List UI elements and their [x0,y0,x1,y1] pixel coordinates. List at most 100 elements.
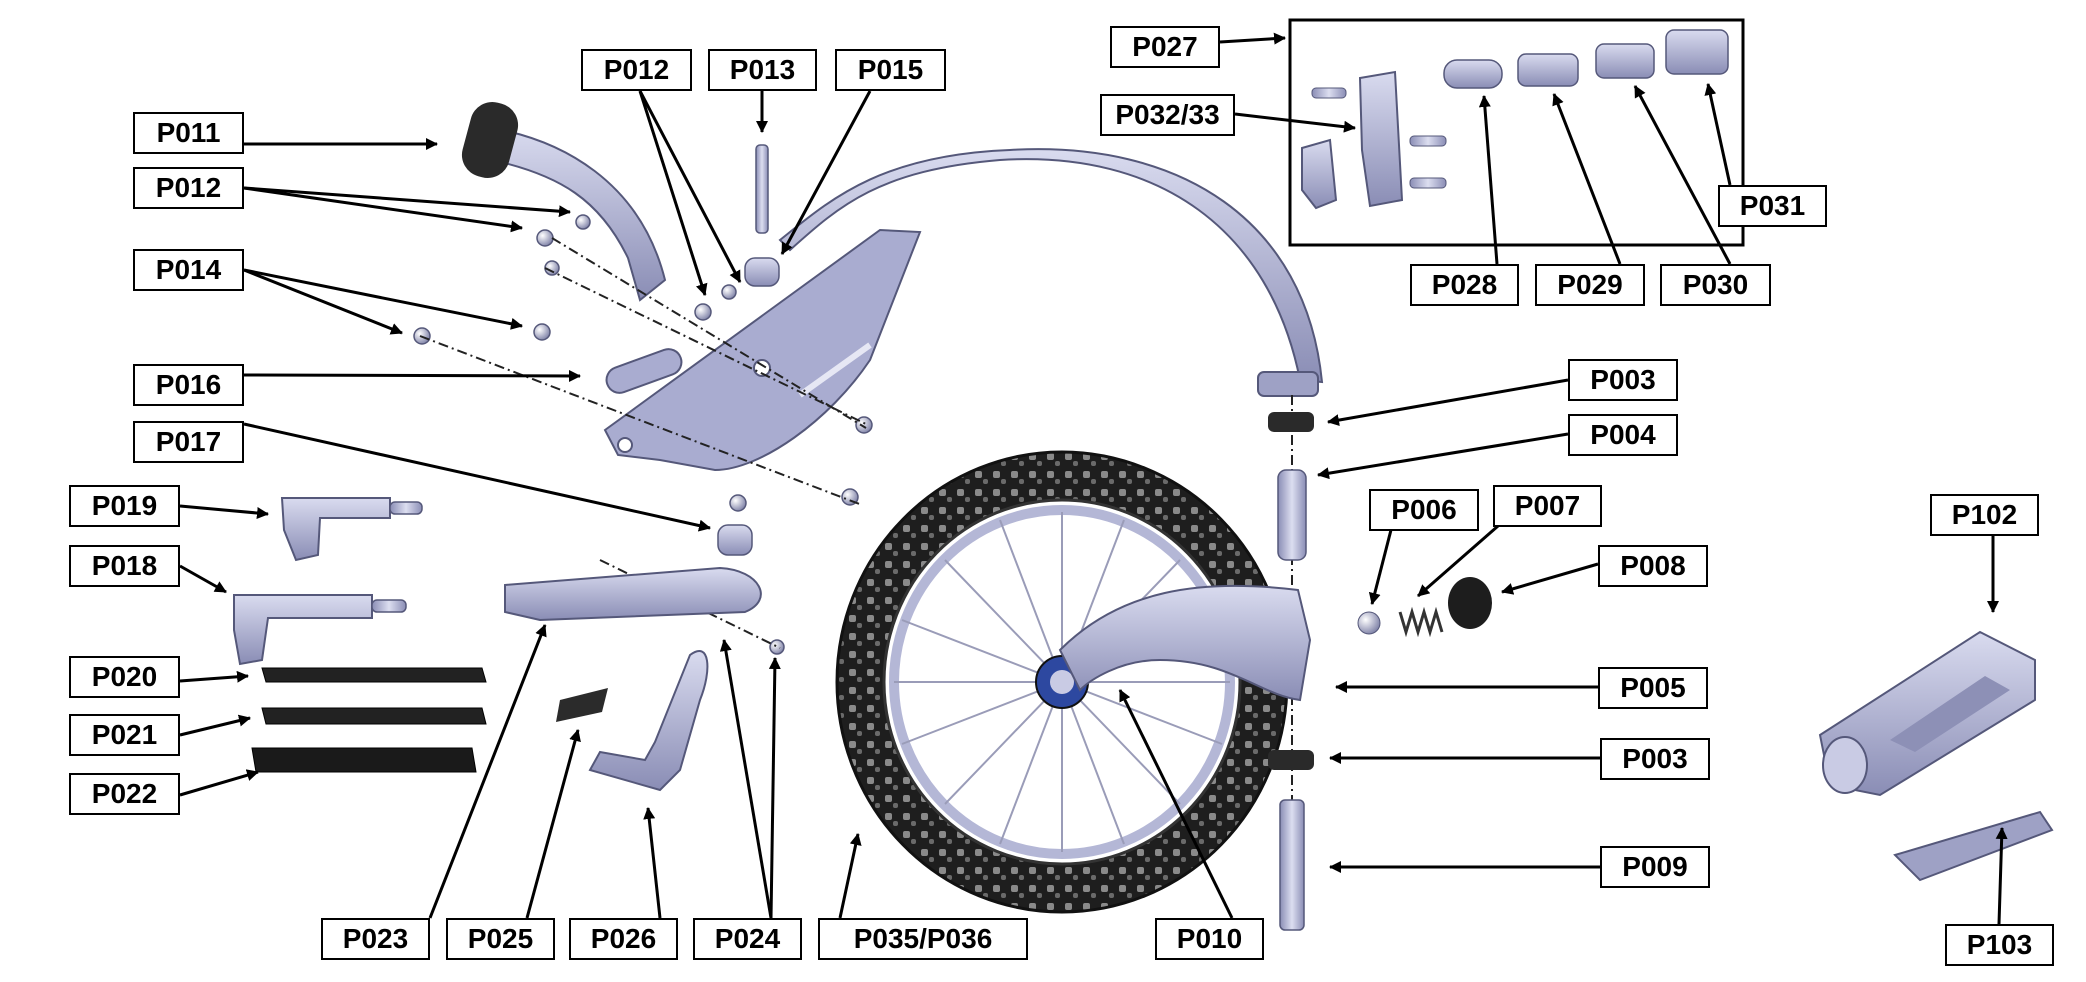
inset-block-p030 [1595,43,1655,79]
leader-p027 [1219,32,1286,45]
bearing-bottom [1268,750,1314,770]
pad [556,688,608,722]
long-bolt [755,144,769,234]
label-p027: P027 [1110,26,1220,68]
label-p025: P025 [446,918,555,960]
leader-p010 [1118,689,1234,919]
label-p021: P021 [69,714,180,756]
inset-roller-p028 [1443,59,1503,89]
label-p015: P015 [835,49,946,91]
inset-screw [1409,177,1447,189]
leader-p012-left-a [243,186,571,218]
trailer-arm-weld [798,342,872,398]
inset-block-p031 [1665,29,1729,75]
bearing-top [1268,412,1314,432]
inset-screw [1311,87,1347,99]
leader-p006 [1368,525,1394,605]
leader-p032 [1234,112,1356,133]
leader-p016 [243,369,581,382]
label-p024: P024 [693,918,802,960]
label-p029: P029 [1535,264,1645,306]
label-p023: P023 [321,918,430,960]
foot-bracket [588,650,709,792]
label-p014: P014 [133,249,244,291]
leader-p026 [643,807,662,919]
label-p012-left: P012 [133,167,244,209]
steerer-sleeve [1277,469,1307,561]
label-p006: P006 [1369,489,1479,531]
leader-p007 [1417,524,1499,598]
label-p022: P022 [69,773,180,815]
strip-p021 [261,707,487,725]
latch-top [280,497,391,562]
clamp-p102-bore [1822,736,1868,794]
leader-p029 [1552,93,1622,265]
leader-p024-a [719,639,773,919]
leader-p023 [428,624,547,919]
label-p032-33: P032/33 [1100,94,1235,136]
fork-arm [1058,584,1312,702]
bracket-hole [753,359,771,377]
axle-bolt [1279,799,1305,931]
label-p011: P011 [133,112,244,154]
leader-p021 [179,714,251,737]
leader-p008 [1501,562,1599,595]
handle-arm [491,126,667,302]
label-p035-p036: P035/P036 [818,918,1028,960]
leader-p035 [838,833,862,919]
inset-link [1358,70,1404,208]
label-p026: P026 [569,918,678,960]
strip-p022 [251,747,477,773]
label-p003-top: P003 [1568,359,1678,401]
bushing [744,257,780,287]
label-p020: P020 [69,656,180,698]
trailer-arm-bracket [603,228,922,472]
leader-p019 [179,504,269,519]
leader-p012-left-b [243,186,523,233]
label-p010: P010 [1155,918,1264,960]
leader-p028 [1478,95,1499,265]
label-p005: P005 [1598,667,1708,709]
leader-p017 [243,422,711,532]
leader-p015 [780,90,872,255]
knob [1448,577,1492,629]
label-p007: P007 [1493,485,1602,527]
label-p004: P004 [1568,414,1678,456]
label-p028: P028 [1410,264,1519,306]
plate-p103 [1893,810,2054,882]
label-p009: P009 [1600,846,1710,888]
leader-p012-top-a [638,90,742,283]
leader-p025 [525,729,581,919]
parts-artwork [233,18,2054,931]
label-p030: P030 [1660,264,1771,306]
spring [1398,606,1444,638]
leader-p031 [1704,83,1732,186]
leader-arrows [179,32,2008,925]
label-p013: P013 [708,49,817,91]
latch-bottom [233,594,373,666]
label-p019: P019 [69,485,180,527]
leader-p024-b [768,657,781,919]
label-p031: P031 [1718,185,1827,227]
leader-p003-top [1327,378,1569,427]
leader-p014-b [243,268,403,335]
latch-top-pin [389,501,423,515]
clamp-p102-slot [1890,676,2010,752]
leader-p103 [1995,827,2008,925]
label-p017: P017 [133,421,244,463]
clamp-bar [504,566,762,622]
link-plate [605,348,683,394]
leader-p012-top-b [638,90,708,296]
label-p003-bottom: P003 [1600,738,1710,780]
leader-p014-a [243,268,523,330]
leader-p018 [179,564,227,594]
leader-p030 [1633,85,1732,265]
bushing-2 [717,524,753,556]
arm-collar [1257,371,1319,397]
leader-p022 [179,769,259,797]
wheel [835,450,1289,914]
trailer-arm-tube [778,148,1324,384]
strip-p020 [261,667,487,683]
inset-block-p029 [1517,53,1579,87]
